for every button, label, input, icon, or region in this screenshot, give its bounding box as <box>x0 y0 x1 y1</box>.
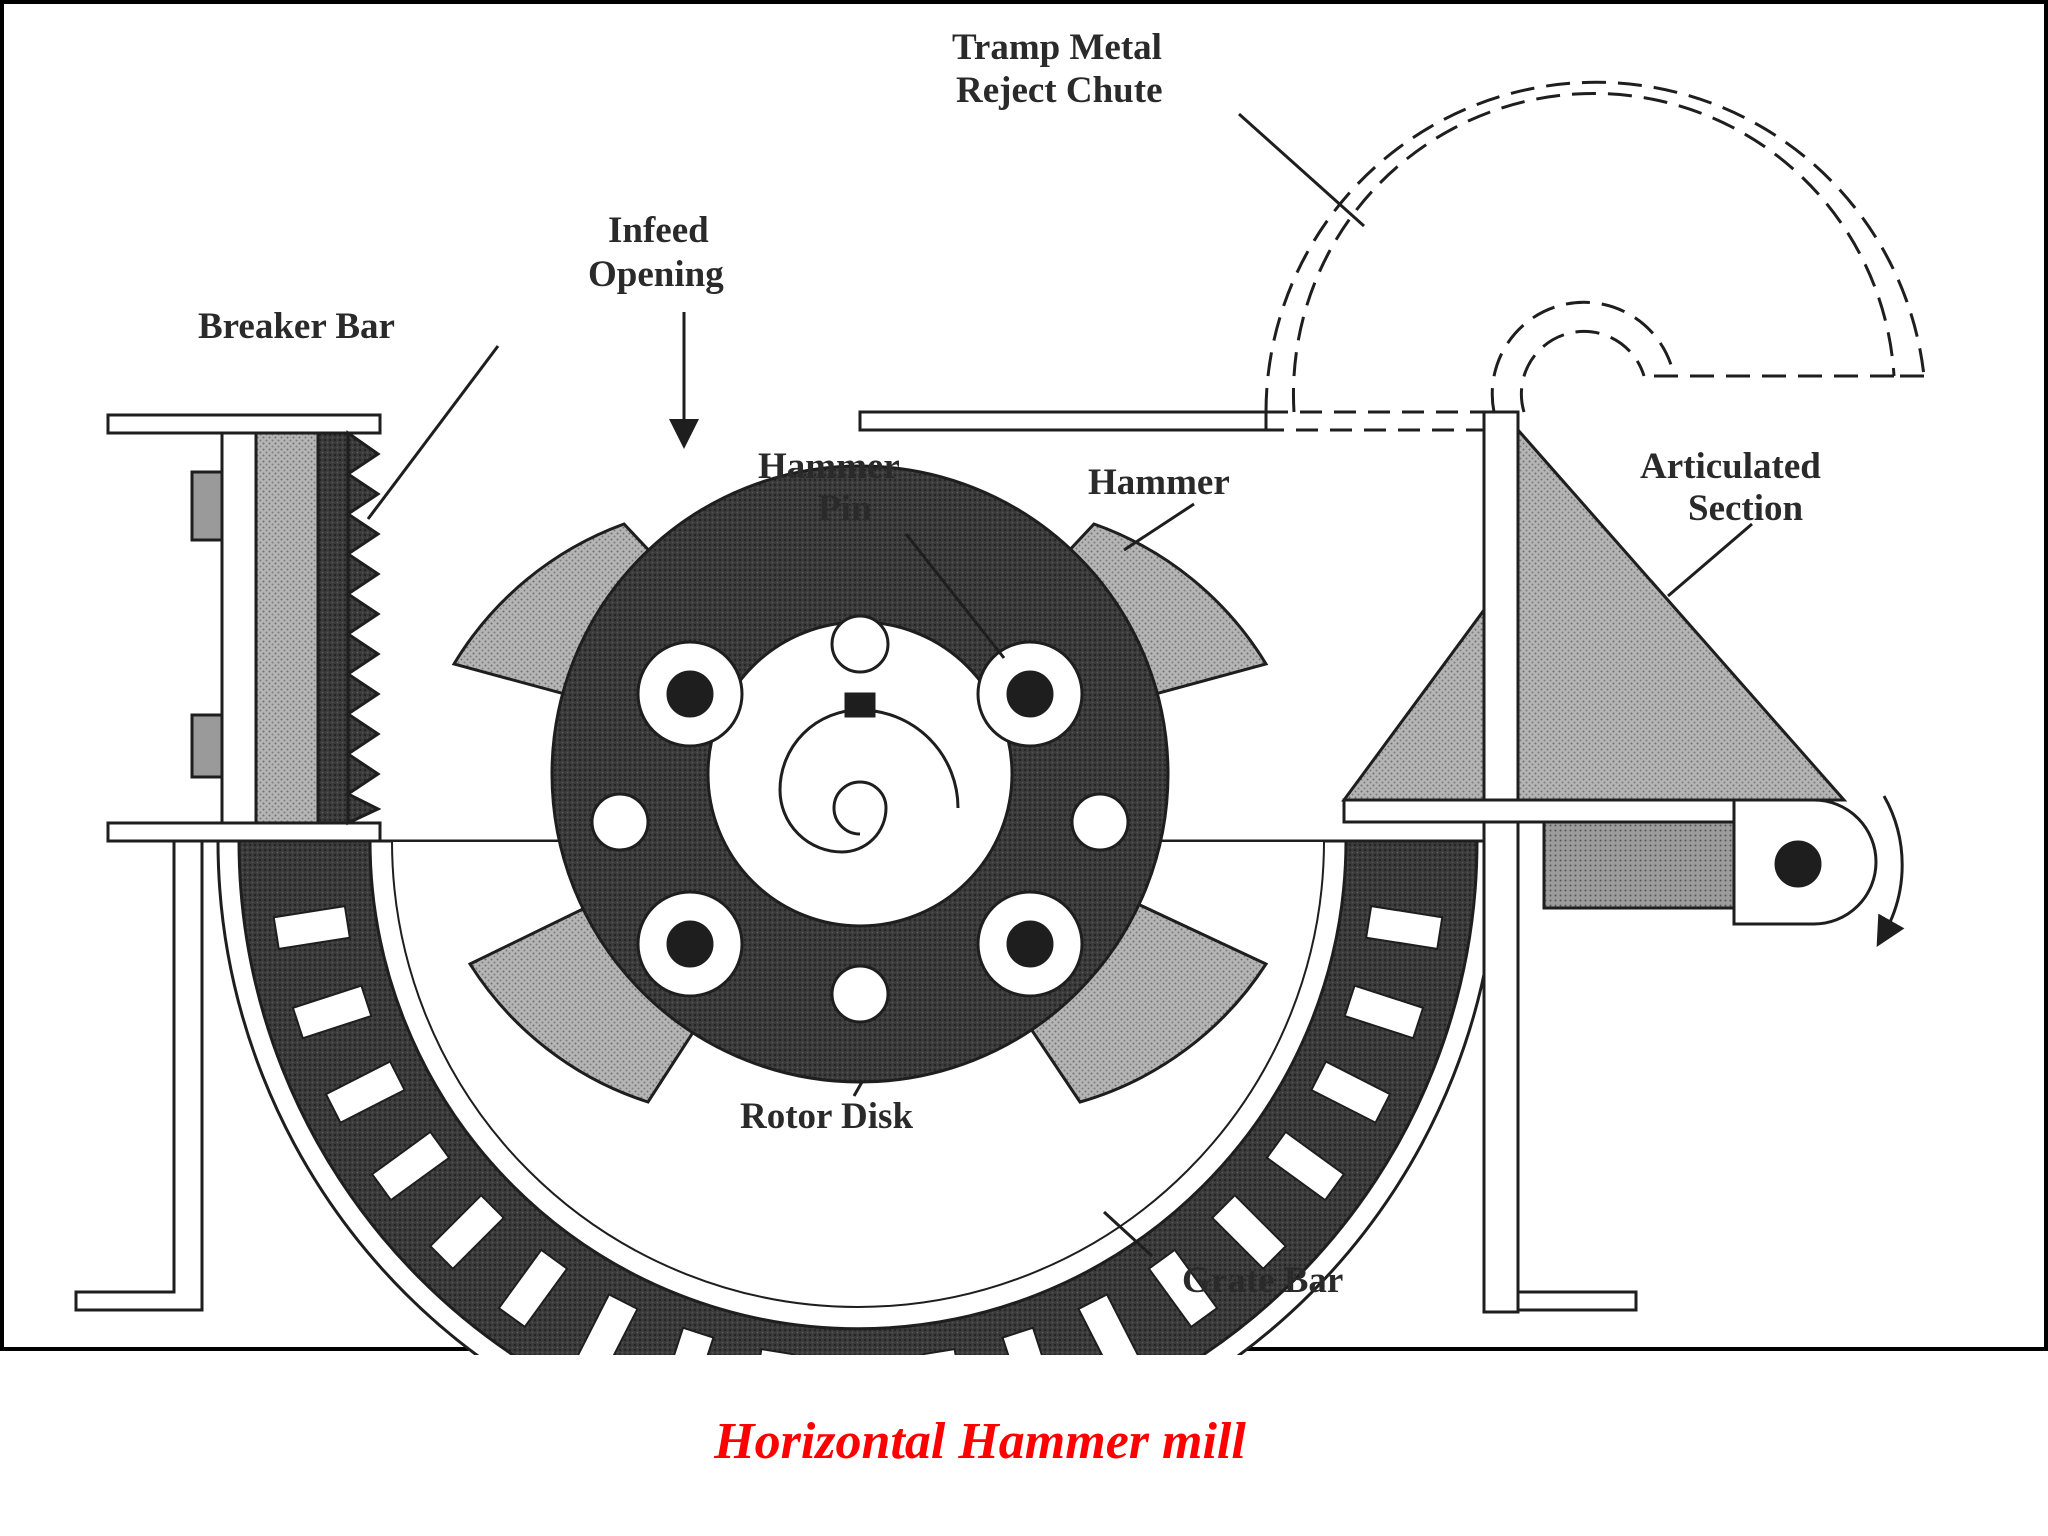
label-articulated: Articulated <box>1640 446 1821 487</box>
tramp-metal-reject-chute <box>1264 80 1926 413</box>
grate-slot <box>272 904 352 951</box>
leader-lines <box>366 112 1753 1258</box>
top-housing <box>858 410 1506 432</box>
grate-slot <box>748 1347 795 1355</box>
rotation-spiral <box>778 708 960 854</box>
grate-slot <box>497 1248 569 1329</box>
grate-slot <box>428 1193 506 1271</box>
label-hammer-pin-2: Pin <box>818 488 872 529</box>
grate-slot <box>324 1060 406 1125</box>
label-hammer: Hammer <box>1088 462 1230 503</box>
grate-slot <box>1343 984 1425 1040</box>
grate-slot <box>659 1326 715 1355</box>
grate-slot <box>1364 904 1444 951</box>
grate-slot <box>1147 1248 1219 1329</box>
grate-slot <box>1001 1326 1057 1355</box>
grate-slot <box>574 1293 639 1355</box>
grate-slot <box>1265 1130 1346 1202</box>
rotor-disk <box>550 464 1170 1084</box>
label-rotor-disk: Rotor Disk <box>740 1096 913 1137</box>
label-hammer-pin-1: Hammer <box>758 446 900 487</box>
grate-slot <box>291 984 373 1040</box>
grate-slot <box>921 1347 968 1355</box>
figure-caption: Horizontal Hammer mill <box>714 1413 1246 1470</box>
grate-slots <box>272 904 1444 1355</box>
diagram-frame: Tramp Metal Reject Chute Infeed Opening … <box>0 0 2048 1355</box>
hammer-pins <box>636 640 1084 998</box>
label-opening: Opening <box>588 254 724 295</box>
label-grate-bar: Grate Bar <box>1182 1260 1343 1301</box>
grate-slot <box>1077 1293 1142 1355</box>
label-section: Section <box>1688 488 1804 529</box>
label-tramp-metal: Tramp Metal <box>952 27 1162 68</box>
label-infeed: Infeed <box>608 210 709 251</box>
articulated-section <box>1341 410 1905 1314</box>
grate-slot <box>1310 1060 1392 1125</box>
grate-slot <box>1210 1193 1288 1271</box>
label-reject-chute: Reject Chute <box>956 70 1163 111</box>
grate-slot <box>370 1130 451 1202</box>
label-breaker-bar: Breaker Bar <box>198 306 395 347</box>
hammer-mill-diagram: Tramp Metal Reject Chute Infeed Opening … <box>74 27 1926 1355</box>
breaker-bar <box>190 430 382 826</box>
labels: Tramp Metal Reject Chute Infeed Opening … <box>198 27 1821 1301</box>
left-frame <box>74 413 382 1312</box>
